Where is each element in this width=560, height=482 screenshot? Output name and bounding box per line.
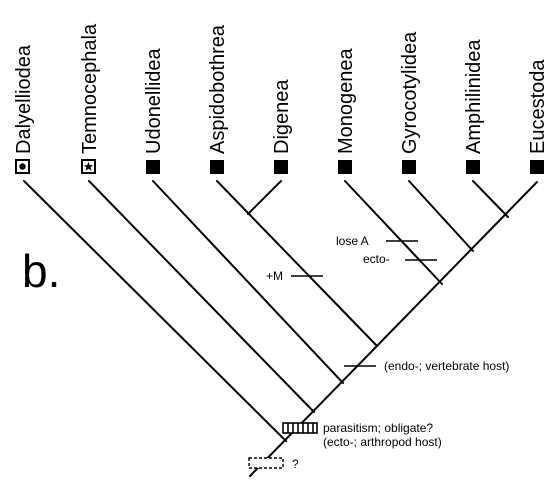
character-ticks [291, 240, 437, 367]
taxon-label-dalyelliodea: Dalyelliodea [13, 44, 35, 154]
taxon-labels: Dalyelliodea Temnocephala Udonellidea As… [13, 23, 549, 154]
annotation-endo-vertebrate: (endo-; vertebrate host) [384, 359, 509, 373]
filled-square-icon [466, 160, 480, 174]
branch-gyrocotylidea [408, 180, 474, 252]
annotations: lose A ecto- +M (endo-; vertebrate host)… [266, 234, 509, 471]
filled-square-icon [338, 160, 352, 174]
annotation-lose-a: lose A [336, 234, 369, 248]
dot-box-icon [15, 159, 30, 174]
taxon-label-temnocephala: Temnocephala [79, 23, 101, 154]
annotation-ecto-arthropod: (ecto-; arthropod host) [323, 435, 442, 449]
filled-square-icon [210, 160, 224, 174]
filled-square-icon [146, 160, 160, 174]
annotation-parasitism: parasitism; obligate? [323, 421, 433, 435]
branch-aspidobothrea [216, 180, 378, 347]
star-box-icon [81, 159, 96, 174]
taxon-label-digenea: Digenea [271, 79, 293, 154]
annotation-question: ? [292, 457, 299, 471]
branch-monogenea [344, 180, 443, 285]
filled-square-icon [402, 160, 416, 174]
tree-branches [23, 180, 538, 477]
annotation-plus-m: +M [266, 269, 283, 283]
branch-temnocephala [88, 180, 315, 413]
annotation-ecto: ecto- [363, 252, 390, 266]
taxon-label-eucestoda: Eucestoda [527, 59, 549, 154]
panel-label: b. [22, 245, 60, 297]
tip-markers [15, 159, 544, 174]
taxon-label-gyrocotylidea: Gyrocotylidea [399, 31, 421, 154]
parasitism-bar [282, 422, 318, 434]
taxon-label-aspidobothrea: Aspidobothrea [207, 24, 229, 154]
branch-amphilinidea [472, 180, 509, 218]
branch-udonellidea [152, 180, 344, 384]
taxon-label-amphilinidea: Amphilinidea [463, 39, 485, 154]
branch-digenea [247, 180, 282, 215]
taxon-label-udonellidea: Udonellidea [143, 47, 165, 154]
uncertain-bar [248, 457, 284, 469]
filled-square-icon [530, 160, 544, 174]
branch-dalyelliodea [23, 180, 287, 442]
filled-square-icon [274, 160, 288, 174]
taxon-label-monogenea: Monogenea [335, 47, 357, 154]
